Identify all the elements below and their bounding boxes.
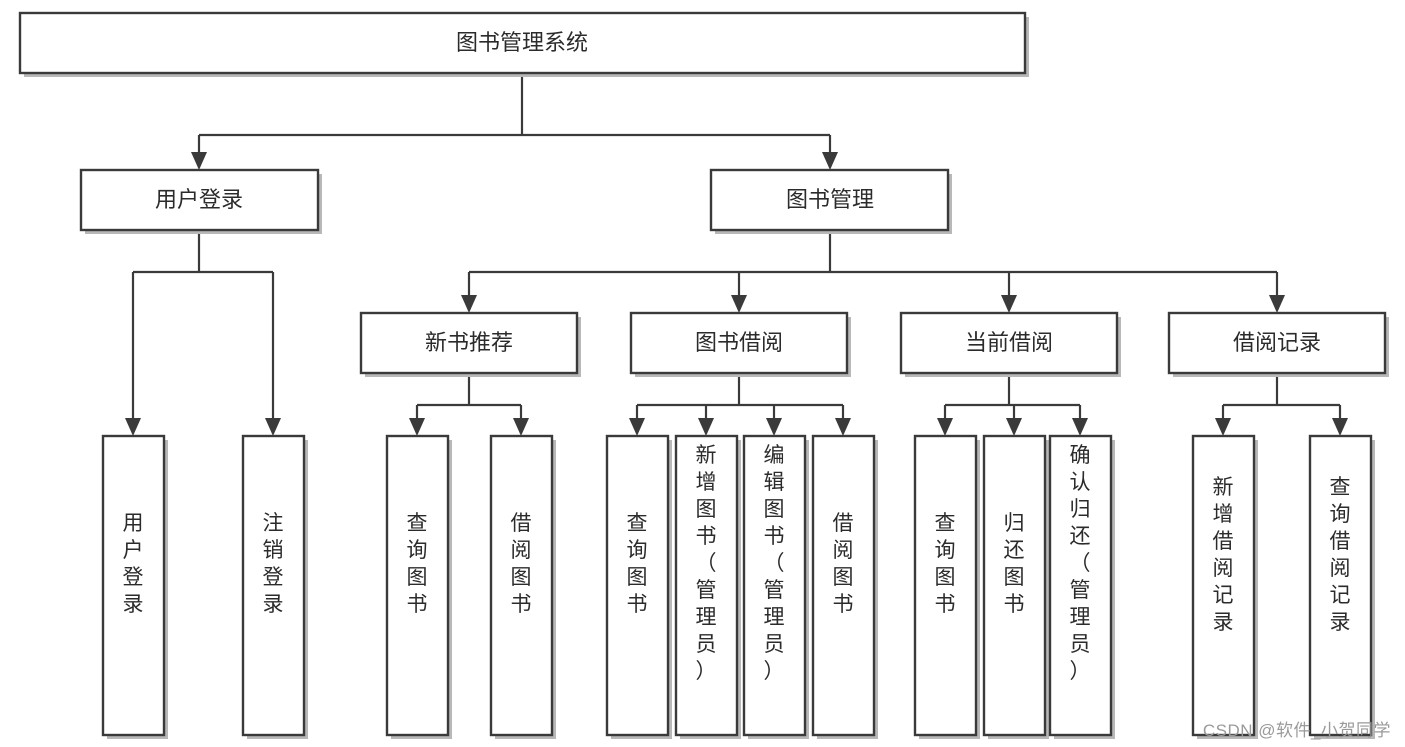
- root-label: 图书管理系统: [456, 30, 588, 55]
- leaf-query-book-2-box: [605, 434, 670, 737]
- borrow-record-box: [1167, 311, 1387, 375]
- leaf-user-login-box: [101, 434, 166, 737]
- leaf-logout-login-box: [241, 434, 306, 737]
- node-leaf-add-record[interactable]: 新增借阅记录: [1191, 434, 1258, 739]
- csdn-watermark: CSDN @软件_小贺同学: [1202, 721, 1391, 740]
- current-borrow-box: [899, 311, 1119, 375]
- arrowhead-leaf-user-login: [125, 418, 141, 436]
- node-current-borrow[interactable]: 当前借阅: [899, 311, 1121, 377]
- connectors-layer: [125, 73, 1348, 436]
- arrowhead-leaf-query-record: [1332, 418, 1348, 436]
- arrowhead-new-book-recommend: [461, 295, 477, 313]
- book-borrow-label: 图书借阅: [695, 330, 783, 355]
- arrowhead-leaf-query-book-2: [629, 418, 645, 436]
- arrowhead-current-borrow: [1001, 295, 1017, 313]
- leaf-add-book-box: [674, 434, 739, 737]
- leaf-confirm-return-label: 确认归还（管理员）: [1070, 444, 1091, 683]
- node-leaf-user-login[interactable]: 用户登录: [101, 434, 168, 739]
- arrowhead-leaf-borrow-book-1: [513, 418, 529, 436]
- book-management-box: [709, 168, 950, 232]
- leaf-add-record-label: 新增借阅记录: [1213, 476, 1234, 634]
- leaf-return-book-box: [982, 434, 1047, 737]
- arrowhead-leaf-add-book: [698, 418, 714, 436]
- leaf-query-book-1-box: [385, 434, 450, 737]
- node-leaf-borrow-book-1[interactable]: 借阅图书: [489, 434, 556, 739]
- arrowhead-leaf-logout-login: [265, 418, 281, 436]
- node-leaf-confirm-return[interactable]: 确认归还（管理员）: [1048, 434, 1115, 739]
- arrowhead-leaf-confirm-return: [1072, 418, 1088, 436]
- user-login-label: 用户登录: [155, 187, 243, 212]
- node-leaf-return-book[interactable]: 归还图书: [982, 434, 1049, 739]
- leaf-query-book-3-box: [913, 434, 978, 737]
- node-leaf-query-book-3[interactable]: 查询图书: [913, 434, 980, 739]
- leaf-edit-book-label: 编辑图书（管理员）: [764, 444, 785, 683]
- leaf-borrow-book-1-label: 借阅图书: [511, 512, 532, 616]
- leaf-add-book-label: 新增图书（管理员）: [696, 444, 717, 683]
- arrowhead-borrow-record: [1269, 295, 1285, 313]
- leaf-user-login-label: 用户登录: [123, 512, 144, 616]
- leaf-confirm-return-box: [1048, 434, 1113, 737]
- arrowhead-leaf-edit-book: [766, 418, 782, 436]
- node-leaf-borrow-book-2[interactable]: 借阅图书: [811, 434, 878, 739]
- node-book-management[interactable]: 图书管理: [709, 168, 952, 234]
- book-management-label: 图书管理: [786, 187, 874, 212]
- root-box: [18, 11, 1027, 75]
- node-leaf-add-book[interactable]: 新增图书（管理员）: [674, 434, 741, 739]
- leaf-borrow-book-2-label: 借阅图书: [833, 512, 854, 616]
- node-new-book-recommend[interactable]: 新书推荐: [359, 311, 581, 377]
- leaf-edit-book-box: [742, 434, 807, 737]
- leaf-return-book-label: 归还图书: [1004, 512, 1025, 616]
- current-borrow-label: 当前借阅: [965, 330, 1053, 355]
- arrowhead-leaf-query-book-1: [409, 418, 425, 436]
- user-login-box: [79, 168, 320, 232]
- leaf-query-record-label: 查询借阅记录: [1330, 476, 1351, 634]
- leaf-logout-login-label: 注销登录: [263, 512, 284, 616]
- node-leaf-query-record[interactable]: 查询借阅记录: [1308, 434, 1375, 739]
- leaf-query-record-box: [1308, 434, 1373, 737]
- node-leaf-query-book-2[interactable]: 查询图书: [605, 434, 672, 739]
- new-book-recommend-box: [359, 311, 579, 375]
- arrowhead-book-management: [822, 152, 838, 170]
- leaf-borrow-book-1-box: [489, 434, 554, 737]
- arrowhead-leaf-borrow-book-2: [835, 418, 851, 436]
- arrowhead-leaf-return-book: [1006, 418, 1022, 436]
- new-book-recommend-label: 新书推荐: [425, 330, 513, 355]
- leaf-add-record-box: [1191, 434, 1256, 737]
- node-root-system[interactable]: 图书管理系统: [18, 11, 1029, 77]
- leaf-borrow-book-2-box: [811, 434, 876, 737]
- node-borrow-record[interactable]: 借阅记录: [1167, 311, 1389, 377]
- node-book-borrow[interactable]: 图书借阅: [629, 311, 851, 377]
- node-leaf-query-book-1[interactable]: 查询图书: [385, 434, 452, 739]
- book-borrow-box: [629, 311, 849, 375]
- borrow-record-label: 借阅记录: [1233, 330, 1321, 355]
- node-leaf-logout-login[interactable]: 注销登录: [241, 434, 308, 739]
- leaf-query-book-1-label: 查询图书: [407, 512, 428, 616]
- leaf-query-book-3-label: 查询图书: [935, 512, 956, 616]
- arrowhead-book-borrow: [731, 295, 747, 313]
- node-leaf-edit-book[interactable]: 编辑图书（管理员）: [742, 434, 809, 739]
- arrowhead-user-login: [191, 152, 207, 170]
- arrowhead-leaf-query-book-3: [937, 418, 953, 436]
- arrowhead-leaf-add-record: [1215, 418, 1231, 436]
- leaf-query-book-2-label: 查询图书: [627, 512, 648, 616]
- node-user-login[interactable]: 用户登录: [79, 168, 322, 234]
